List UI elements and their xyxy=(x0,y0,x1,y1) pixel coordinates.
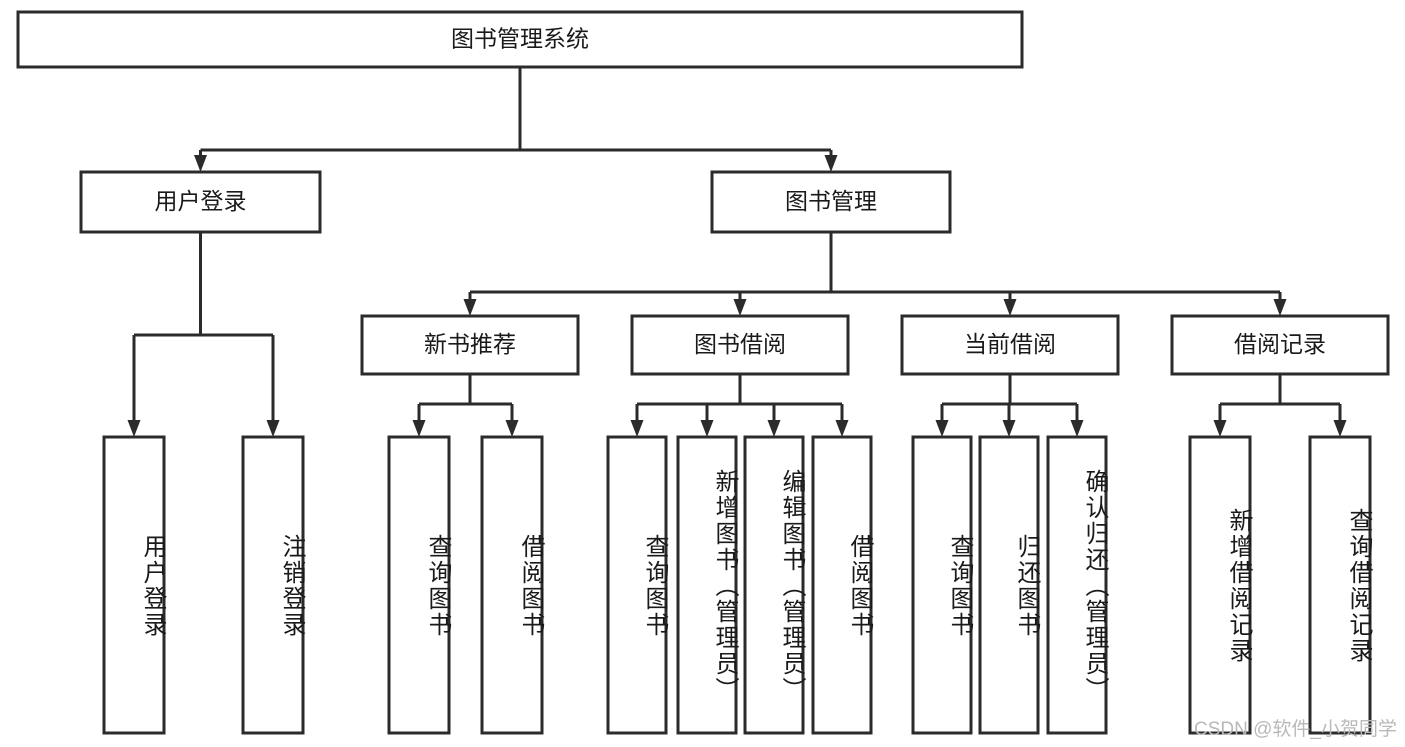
arrow-head-icon xyxy=(412,420,426,437)
arrow-head-icon xyxy=(835,420,849,437)
node-box-user-login[interactable] xyxy=(79,170,322,234)
arrow-head-icon xyxy=(1213,420,1227,437)
node-box-leaf-query-book-2[interactable] xyxy=(606,435,668,735)
node-box-book-borrow[interactable] xyxy=(630,314,850,376)
arrow-head-icon xyxy=(127,420,141,437)
node-box-leaf-query-book-1[interactable] xyxy=(387,435,451,735)
node-box-leaf-query-book-3[interactable] xyxy=(911,435,973,735)
node-box-leaf-add-book[interactable] xyxy=(676,435,738,735)
arrow-head-icon xyxy=(463,299,477,316)
node-label-new-book-recommend: 新书推荐 xyxy=(424,331,516,357)
arrow-head-icon xyxy=(1273,299,1287,316)
arrow-head-icon xyxy=(1002,420,1016,437)
node-label-book-management: 图书管理 xyxy=(785,188,877,214)
arrow-head-icon xyxy=(700,420,714,437)
arrow-head-icon xyxy=(194,155,207,172)
node-label-borrow-record: 借阅记录 xyxy=(1234,331,1326,357)
node-box-leaf-query-record[interactable] xyxy=(1308,435,1372,735)
arrow-head-icon xyxy=(1333,420,1347,437)
arrow-head-icon xyxy=(1003,299,1017,316)
arrow-head-icon xyxy=(1070,420,1084,437)
arrow-head-icon xyxy=(767,420,781,437)
node-box-book-management[interactable] xyxy=(710,170,952,234)
arrow-head-icon xyxy=(630,420,644,437)
node-label-user-login: 用户登录 xyxy=(155,188,247,214)
node-box-root[interactable] xyxy=(16,10,1024,69)
node-box-new-book-recommend[interactable] xyxy=(360,314,580,376)
node-box-leaf-return-book[interactable] xyxy=(978,435,1040,735)
node-box-leaf-user-login[interactable] xyxy=(102,435,166,735)
arrow-head-icon xyxy=(935,420,949,437)
node-label-book-borrow: 图书借阅 xyxy=(694,331,786,357)
node-box-leaf-borrow-book-1[interactable] xyxy=(480,435,544,735)
box-layer xyxy=(16,10,1390,735)
arrow-head-icon xyxy=(505,420,519,437)
arrow-head-icon xyxy=(824,155,838,172)
node-box-leaf-confirm-return[interactable] xyxy=(1046,435,1108,735)
arrow-head-icon xyxy=(733,299,747,316)
node-label-root: 图书管理系统 xyxy=(451,26,589,52)
node-box-leaf-logout[interactable] xyxy=(241,435,305,735)
node-label-current-borrow: 当前借阅 xyxy=(964,331,1056,357)
node-box-current-borrow[interactable] xyxy=(900,314,1120,376)
node-box-leaf-add-record[interactable] xyxy=(1188,435,1252,735)
arrow-head-icon xyxy=(266,420,280,437)
node-box-leaf-edit-book[interactable] xyxy=(743,435,805,735)
node-box-leaf-borrow-book-2[interactable] xyxy=(811,435,873,735)
edge-layer xyxy=(127,67,1347,437)
node-box-borrow-record[interactable] xyxy=(1170,314,1390,376)
